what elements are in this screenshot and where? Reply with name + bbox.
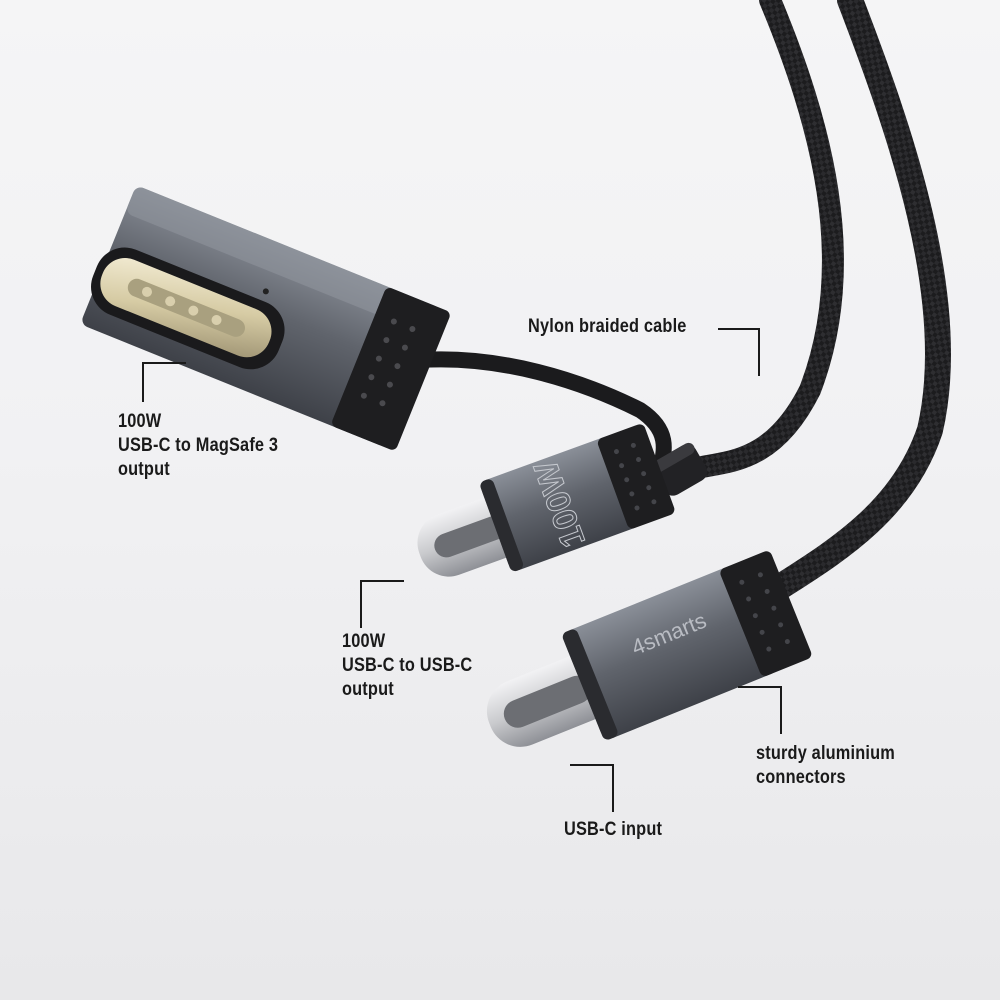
usbc-output-connector: 100W	[417, 424, 675, 577]
label-line: Nylon braided cable	[528, 316, 687, 337]
label-line: connectors	[756, 767, 846, 788]
label-line: output	[342, 679, 394, 700]
magsafe-flat-cable	[412, 351, 672, 478]
leader-cable	[718, 328, 760, 376]
label-usbc-input: USB-C input	[564, 818, 662, 842]
label-line: sturdy aluminium	[756, 743, 895, 764]
label-line: USB-C to USB-C	[342, 655, 473, 676]
label-line: output	[118, 459, 170, 480]
magsafe-connector	[82, 187, 450, 450]
label-nylon-cable: Nylon braided cable	[528, 315, 687, 339]
braided-cable	[679, 0, 952, 613]
label-line: USB-C input	[564, 819, 663, 840]
cable-junction	[651, 442, 708, 496]
label-line: 100W	[342, 631, 386, 652]
label-usbc-output: 100W USB-C to USB-C output	[342, 630, 472, 702]
label-line: 100W	[118, 411, 162, 432]
leader-connectors	[738, 686, 782, 734]
label-magsafe-output: 100W USB-C to MagSafe 3 output	[118, 410, 278, 482]
leader-magsafe	[142, 362, 186, 402]
leader-usbc-output	[360, 580, 404, 628]
label-aluminium-connectors: sturdy aluminium connectors	[756, 742, 895, 790]
leader-input	[570, 764, 614, 812]
label-line: USB-C to MagSafe 3	[118, 435, 279, 456]
usbc-input-connector: 4smarts	[486, 551, 812, 747]
